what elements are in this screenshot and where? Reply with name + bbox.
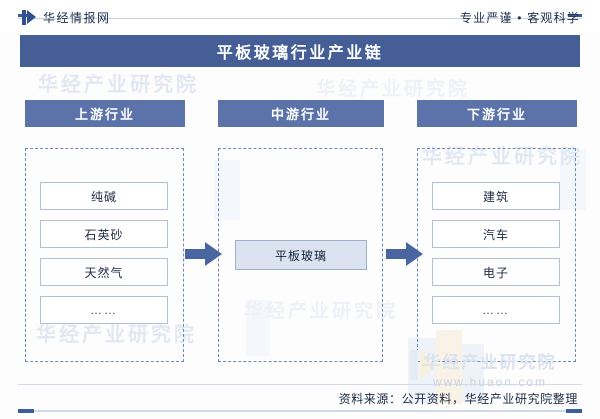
midstream-node[interactable]: 平板玻璃 [235, 240, 367, 270]
column-upstream: 上游行业 [25, 100, 185, 127]
column-header-upstream: 上游行业 [25, 100, 185, 127]
arrow-right-icon [185, 240, 223, 268]
bottom-accent-left [18, 409, 34, 413]
footer-divider [18, 384, 582, 385]
header-divider [18, 18, 582, 19]
huajing-flag-icon [22, 9, 36, 25]
column-downstream: 下游行业 [417, 100, 577, 127]
list-item[interactable]: 汽车 [432, 220, 560, 248]
column-header-label: 上游行业 [74, 107, 135, 122]
top-header-bar: 华经情报网 专业严谨 • 客观科学 [0, 0, 600, 32]
list-item[interactable]: 纯碱 [40, 182, 168, 210]
bottom-accent-right [566, 409, 582, 413]
page-title: 平板玻璃行业产业链 [216, 45, 384, 62]
upstream-item-list: 纯碱 石英砂 天然气 …… [40, 182, 168, 324]
column-header-downstream: 下游行业 [417, 100, 577, 127]
list-item[interactable]: 建筑 [432, 182, 560, 210]
site-logo-label: 华经情报网 [43, 10, 111, 25]
column-header-label: 中游行业 [270, 107, 331, 122]
chart-title-bar: 平板玻璃行业产业链 [20, 35, 580, 67]
column-midstream: 中游行业 [218, 100, 384, 127]
source-note: 资料来源：公开资料，华经产业研究院整理 [338, 392, 578, 406]
site-logo[interactable]: 华经情报网 [22, 6, 111, 28]
list-item-more[interactable]: …… [40, 296, 168, 324]
list-item[interactable]: 石英砂 [40, 220, 168, 248]
column-header-label: 下游行业 [466, 107, 527, 122]
header-slogan: 专业严谨 • 客观科学 [459, 10, 580, 25]
watermark-flag-icon [410, 350, 436, 380]
downstream-item-list: 建筑 汽车 电子 …… [432, 182, 560, 324]
bottom-rule [18, 410, 582, 412]
header-accent-right [568, 14, 582, 17]
list-item-more[interactable]: …… [432, 296, 560, 324]
watermark-institute: 华经产业研究院 [316, 79, 471, 100]
column-header-midstream: 中游行业 [218, 100, 384, 127]
dashed-container-upstream [25, 148, 184, 362]
list-item[interactable]: 天然气 [40, 258, 168, 286]
arrow-right-icon [386, 240, 424, 268]
list-item[interactable]: 电子 [432, 258, 560, 286]
watermark-institute: 华经产业研究院 [38, 74, 199, 96]
